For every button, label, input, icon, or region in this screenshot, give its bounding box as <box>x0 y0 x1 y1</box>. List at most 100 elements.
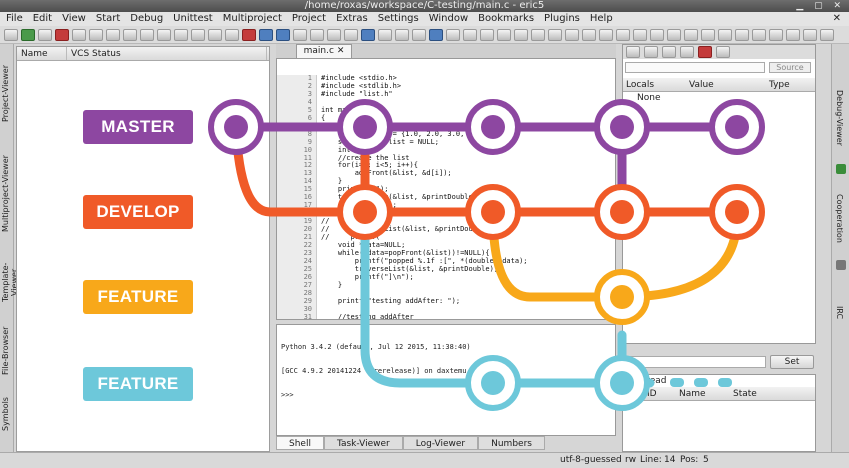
close-icon[interactable]: ✕ <box>832 13 841 24</box>
delete-icon[interactable] <box>242 28 256 41</box>
column-name[interactable]: Name <box>17 47 67 60</box>
revert-icon[interactable] <box>174 28 188 41</box>
run-icon[interactable] <box>514 28 528 41</box>
step-over-icon[interactable] <box>599 28 613 41</box>
breakpoints-icon[interactable] <box>662 46 676 58</box>
column-thread-name[interactable]: Name <box>679 389 706 399</box>
tab-irc[interactable]: IRC <box>835 306 844 320</box>
column-type[interactable]: Type <box>769 80 790 90</box>
window-title: /home/roxas/workspace/C-testing/main.c -… <box>304 0 545 11</box>
warning-icon[interactable] <box>716 46 730 58</box>
stream-comment-icon[interactable] <box>327 28 341 41</box>
menu-settings[interactable]: Settings <box>377 13 419 24</box>
plugin-icon[interactable] <box>836 164 846 174</box>
print-icon[interactable] <box>123 28 137 41</box>
source-button[interactable]: Source <box>769 62 811 73</box>
chat-icon[interactable] <box>836 260 846 270</box>
menu-multiproject[interactable]: Multiproject <box>222 13 282 24</box>
prev-breakpoint-icon[interactable] <box>684 28 698 41</box>
whats-this-icon[interactable] <box>786 28 800 41</box>
column-state[interactable]: State <box>733 389 757 399</box>
stack-frame-combo[interactable] <box>625 62 765 73</box>
column-id[interactable]: ID <box>647 389 657 399</box>
new-file-icon[interactable] <box>4 28 18 41</box>
bookmark-icon[interactable] <box>446 28 460 41</box>
search-prev-icon[interactable] <box>395 28 409 41</box>
breakpoint-icon[interactable] <box>650 28 664 41</box>
paste-icon[interactable] <box>225 28 239 41</box>
stop-debug-icon[interactable] <box>698 46 712 58</box>
stop-icon[interactable] <box>633 28 647 41</box>
new-window-icon[interactable] <box>21 28 35 41</box>
plugin-icon[interactable] <box>752 28 766 41</box>
task-icon[interactable] <box>718 28 732 41</box>
profile-icon[interactable] <box>548 28 562 41</box>
help-icon[interactable] <box>803 28 817 41</box>
search-next-icon[interactable] <box>378 28 392 41</box>
step-out-icon[interactable] <box>616 28 630 41</box>
save-all-icon[interactable] <box>106 28 120 41</box>
coverage-icon[interactable] <box>565 28 579 41</box>
save-as-icon[interactable] <box>89 28 103 41</box>
tab-main-c[interactable]: main.c ✕ <box>296 44 352 58</box>
menu-edit[interactable]: Edit <box>32 13 53 24</box>
menu-unittest[interactable]: Unittest <box>173 13 213 24</box>
comment-icon[interactable] <box>293 28 307 41</box>
menu-extras[interactable]: Extras <box>336 13 368 24</box>
replace-icon[interactable] <box>412 28 426 41</box>
tab-task-viewer[interactable]: Task-Viewer <box>323 436 403 450</box>
menu-file[interactable]: File <box>6 13 23 24</box>
branch-label-feature-2: FEATURE <box>83 367 193 401</box>
develop-commit-node <box>709 184 765 240</box>
next-breakpoint-icon[interactable] <box>667 28 681 41</box>
zoom-out-icon[interactable] <box>480 28 494 41</box>
goto-icon[interactable] <box>429 28 443 41</box>
watch-icon[interactable] <box>644 46 658 58</box>
tab-log-viewer[interactable]: Log-Viewer <box>402 436 479 450</box>
cut-icon[interactable] <box>191 28 205 41</box>
main-toolbar <box>0 26 849 44</box>
close-tab-icon[interactable]: ✕ <box>336 46 345 56</box>
undo-icon[interactable] <box>140 28 154 41</box>
exit-icon[interactable] <box>820 28 834 41</box>
search-icon[interactable] <box>361 28 375 41</box>
unindent-icon[interactable] <box>276 28 290 41</box>
menu-help[interactable]: Help <box>589 13 613 24</box>
variables-icon[interactable] <box>626 46 640 58</box>
vcs-column-header: Name VCS Status <box>17 47 269 61</box>
clear-breakpoints-icon[interactable] <box>701 28 715 41</box>
branch-lines <box>231 122 742 388</box>
menu-start[interactable]: Start <box>95 13 121 24</box>
menu-view[interactable]: View <box>62 13 86 24</box>
redo-icon[interactable] <box>157 28 171 41</box>
tab-cooperation[interactable]: Cooperation <box>835 194 844 243</box>
menu-window[interactable]: Window <box>428 13 469 24</box>
zoom-in-icon[interactable] <box>463 28 477 41</box>
close-file-icon[interactable] <box>55 28 69 41</box>
copy-icon[interactable] <box>208 28 222 41</box>
indent-icon[interactable] <box>259 28 273 41</box>
uncomment-icon[interactable] <box>310 28 324 41</box>
settings-icon[interactable] <box>769 28 783 41</box>
menu-bookmarks[interactable]: Bookmarks <box>478 13 535 24</box>
box-comment-icon[interactable] <box>344 28 358 41</box>
tab-numbers[interactable]: Numbers <box>478 436 545 450</box>
spell-check-icon[interactable] <box>735 28 749 41</box>
menu-plugins[interactable]: Plugins <box>544 13 580 24</box>
menu-debug[interactable]: Debug <box>130 13 164 24</box>
save-icon[interactable] <box>72 28 86 41</box>
step-icon[interactable] <box>582 28 596 41</box>
column-vcs-status[interactable]: VCS Status <box>67 47 267 60</box>
zoom-reset-icon[interactable] <box>497 28 511 41</box>
tab-debug-viewer[interactable]: Debug-Viewer <box>835 90 844 146</box>
column-value[interactable]: Value <box>689 80 714 90</box>
window-controls[interactable]: ▁ ▢ ✕ <box>796 1 845 11</box>
column-locals[interactable]: Locals <box>626 80 655 90</box>
open-icon[interactable] <box>38 28 52 41</box>
tab-shell[interactable]: Shell <box>276 436 324 450</box>
debug-icon[interactable] <box>531 28 545 41</box>
menu-project[interactable]: Project <box>291 13 327 24</box>
master-commit-node <box>465 99 521 155</box>
set-button[interactable]: Set <box>770 355 814 369</box>
exceptions-icon[interactable] <box>680 46 694 58</box>
